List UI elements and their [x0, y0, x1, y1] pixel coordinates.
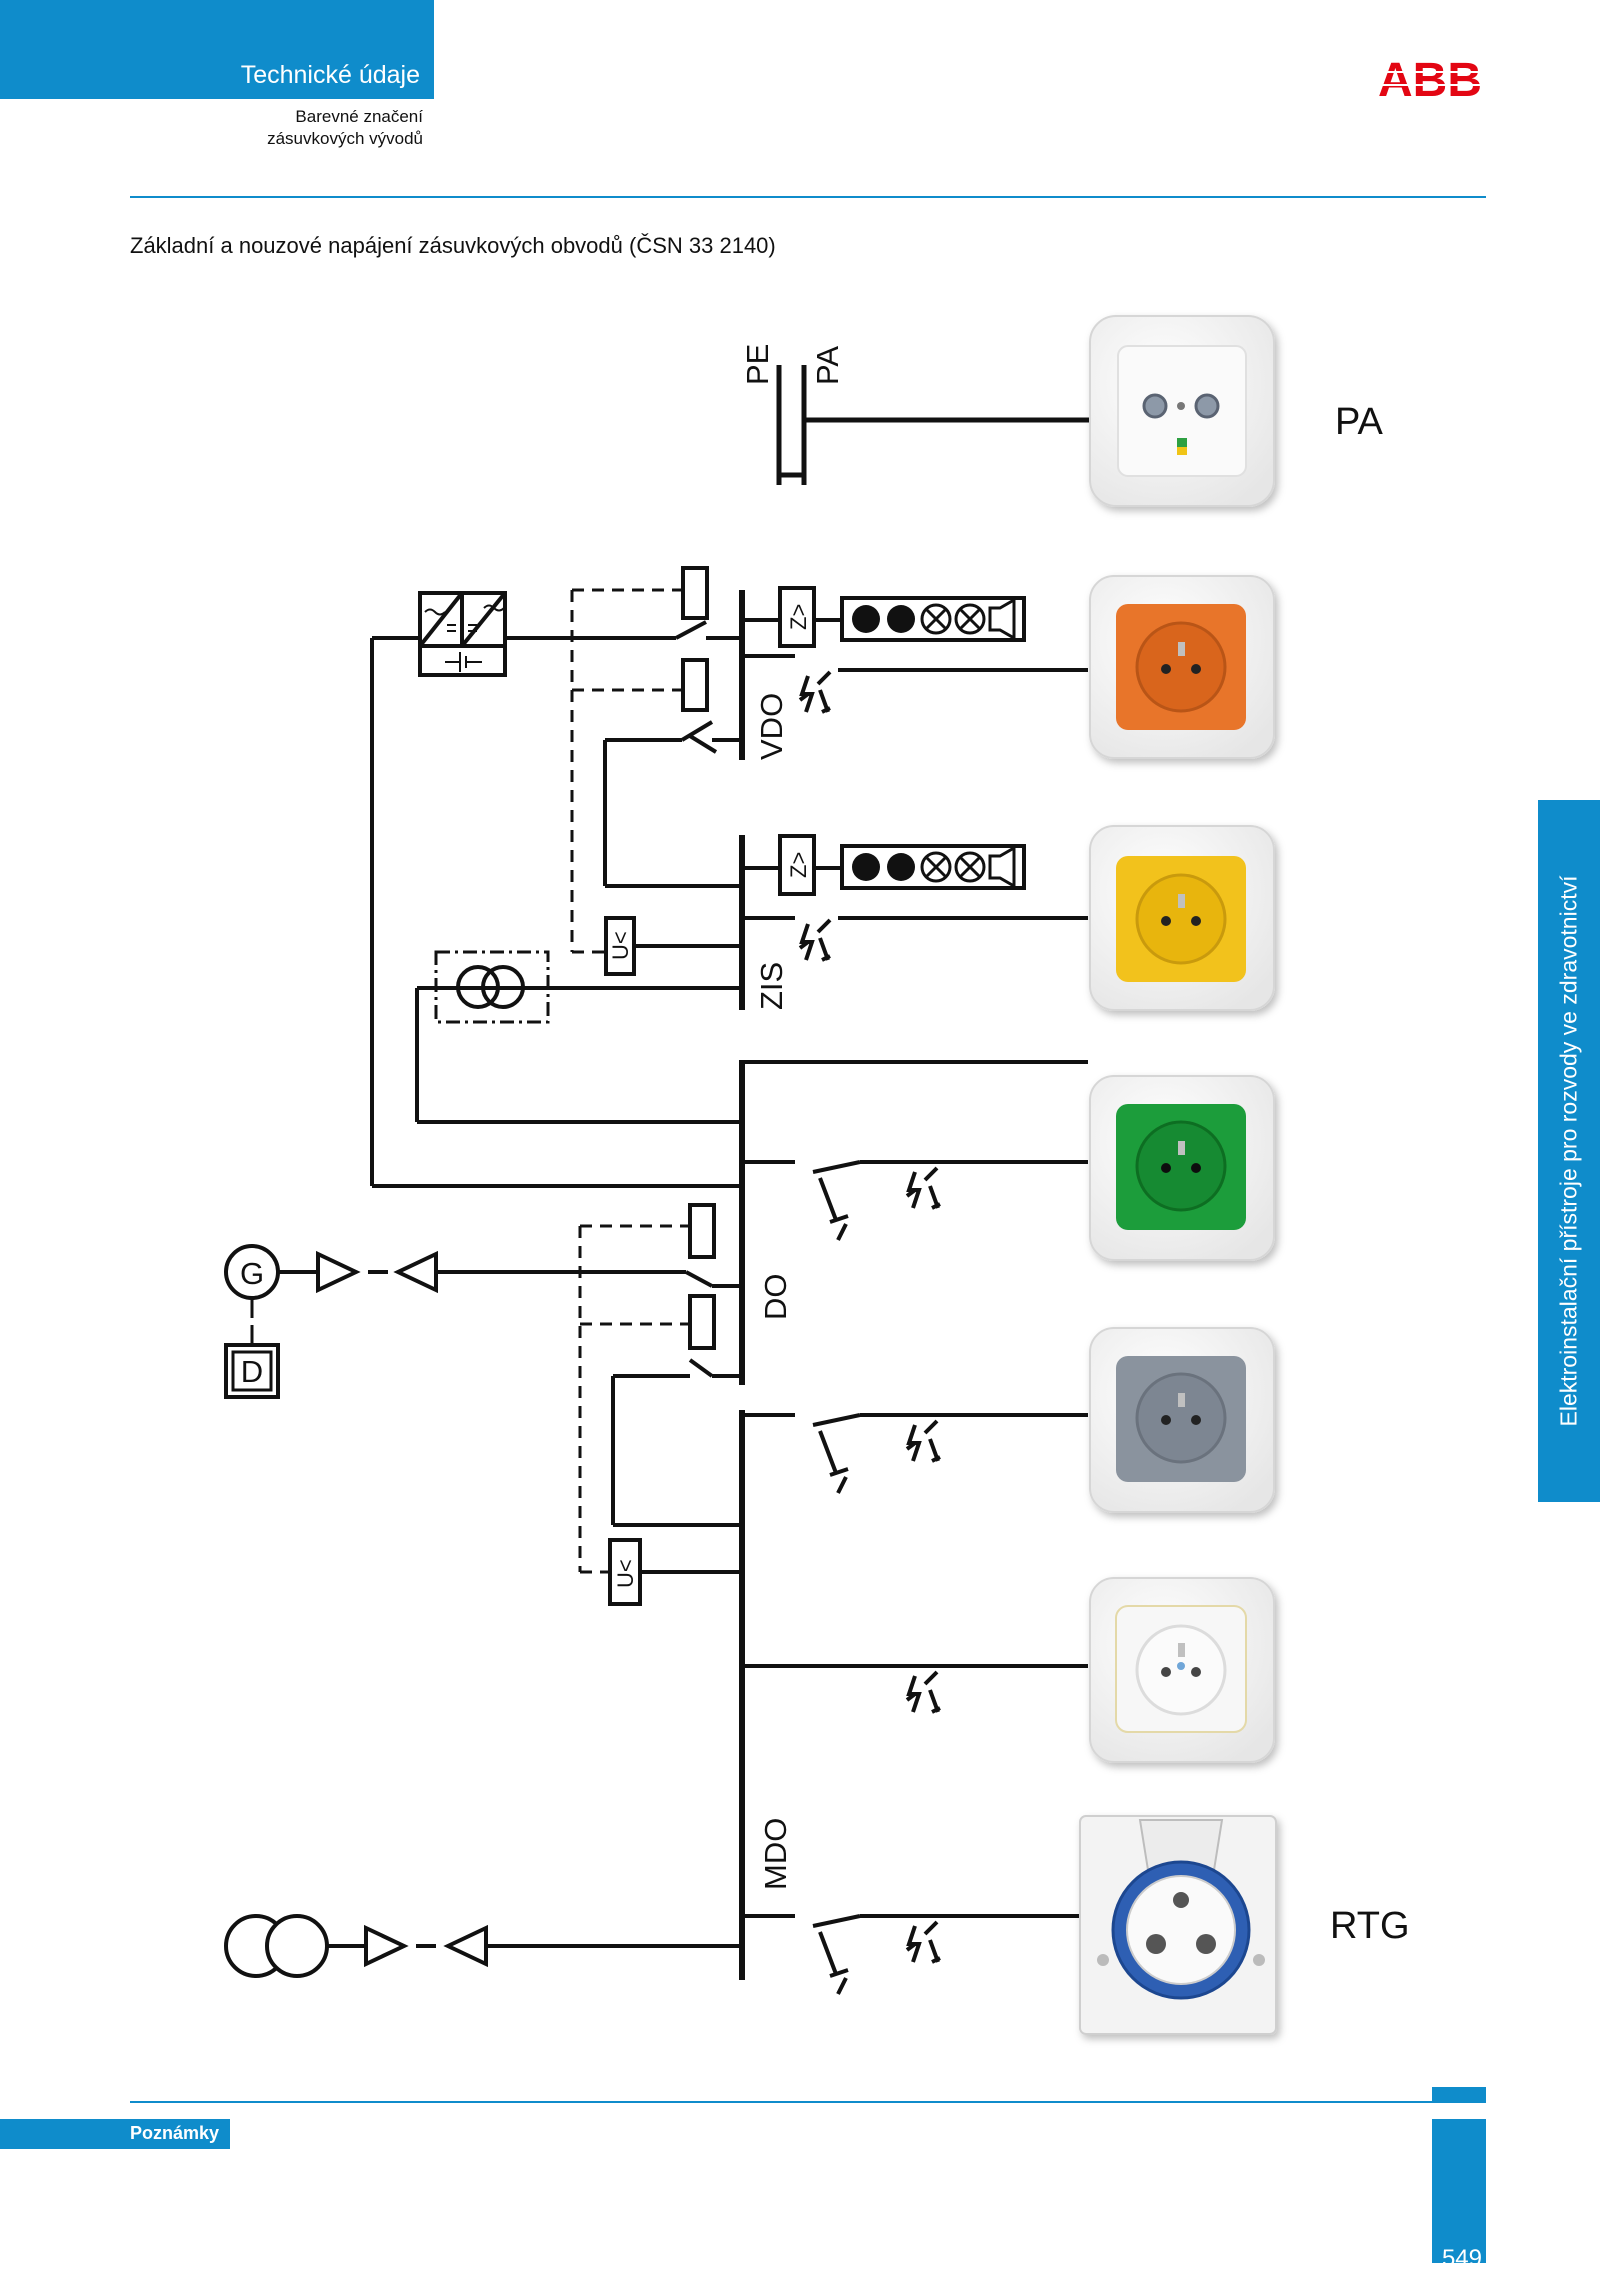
socket-vdo — [1089, 575, 1275, 759]
page-number-tab: 549 — [1432, 2119, 1486, 2272]
mdo-label: MDO — [758, 1818, 793, 1890]
notes-tab: Poznámky — [0, 2119, 230, 2149]
pe-label: PE — [740, 344, 775, 385]
footer-rule — [130, 2101, 1486, 2103]
socket-pa — [1089, 315, 1275, 507]
footer-rule-marker — [1432, 2087, 1486, 2101]
socket-rtg — [1079, 1815, 1277, 2035]
diesel-label: D — [241, 1354, 263, 1389]
page-title: Základní a nouzové napájení zásuvkových … — [130, 233, 776, 258]
socket-do — [1089, 1075, 1275, 1261]
pa-socket-label: PA — [1335, 401, 1384, 443]
lower-u-relay — [608, 1538, 642, 1606]
page-number: 549 — [1441, 2245, 1482, 2272]
upper-switch-contacts — [688, 734, 718, 754]
pa-bus-label: PA — [810, 346, 845, 385]
it-transformer — [434, 950, 550, 1024]
section-tab: Technické údaje — [0, 0, 434, 99]
ups-block — [418, 591, 507, 677]
do-control-dashed — [578, 1224, 690, 1574]
header-rule — [130, 196, 1486, 198]
ups-glyphs — [424, 604, 505, 672]
do-branches — [742, 1160, 1088, 1928]
vdo-z-relay — [778, 586, 816, 648]
do-switch-contacts — [611, 1270, 742, 1527]
upper-contactors — [681, 566, 709, 712]
zis-indicator-strip — [840, 844, 1026, 890]
zis-label: ZIS — [754, 962, 789, 1010]
do-label: DO — [758, 1274, 793, 1321]
socket-gray — [1089, 1327, 1275, 1513]
sidebar-title: Elektroinstalační přístroje pro rozvody … — [1555, 875, 1582, 1427]
bottom-transformer-feed — [224, 1914, 742, 1978]
section-subtitle-line1: Barevné značení — [295, 107, 423, 126]
upper-u-relay-label: U< — [608, 931, 633, 960]
section-subtitle: Barevné značení zásuvkových vývodů — [267, 106, 423, 150]
zis-z-relay-label: Z> — [786, 852, 811, 878]
abb-logo: ABB — [1373, 56, 1488, 102]
sidebar-tab: Elektroinstalační přístroje pro rozvody … — [1538, 800, 1600, 1502]
notes-label: Poznámky — [130, 2123, 220, 2143]
abb-logo-text: ABB — [1378, 56, 1482, 102]
main-wires — [370, 620, 1088, 1188]
generator-group — [224, 1244, 686, 1399]
section-title: Technické údaje — [240, 61, 420, 89]
zis-z-relay — [778, 834, 816, 896]
pe-pa-bus — [776, 365, 1090, 485]
section-subtitle-line2: zásuvkových vývodů — [267, 129, 423, 148]
socket-white — [1089, 1577, 1275, 1763]
do-contactors — [688, 1203, 716, 1350]
zis-branch — [742, 866, 1088, 920]
rtg-socket-label: RTG — [1330, 1905, 1410, 1947]
vdo-label: VDO — [754, 693, 789, 760]
fuse-symbols — [798, 670, 832, 962]
socket-zis — [1089, 825, 1275, 1011]
vdo-branch — [742, 618, 1088, 672]
vdo-indicator-strip — [840, 596, 1026, 642]
lower-u-relay-label: U< — [613, 1559, 638, 1588]
vdo-z-relay-label: Z> — [786, 604, 811, 630]
generator-label: G — [240, 1256, 264, 1291]
upper-control-dashed — [570, 588, 683, 954]
breaker-symbols — [818, 1166, 941, 1995]
